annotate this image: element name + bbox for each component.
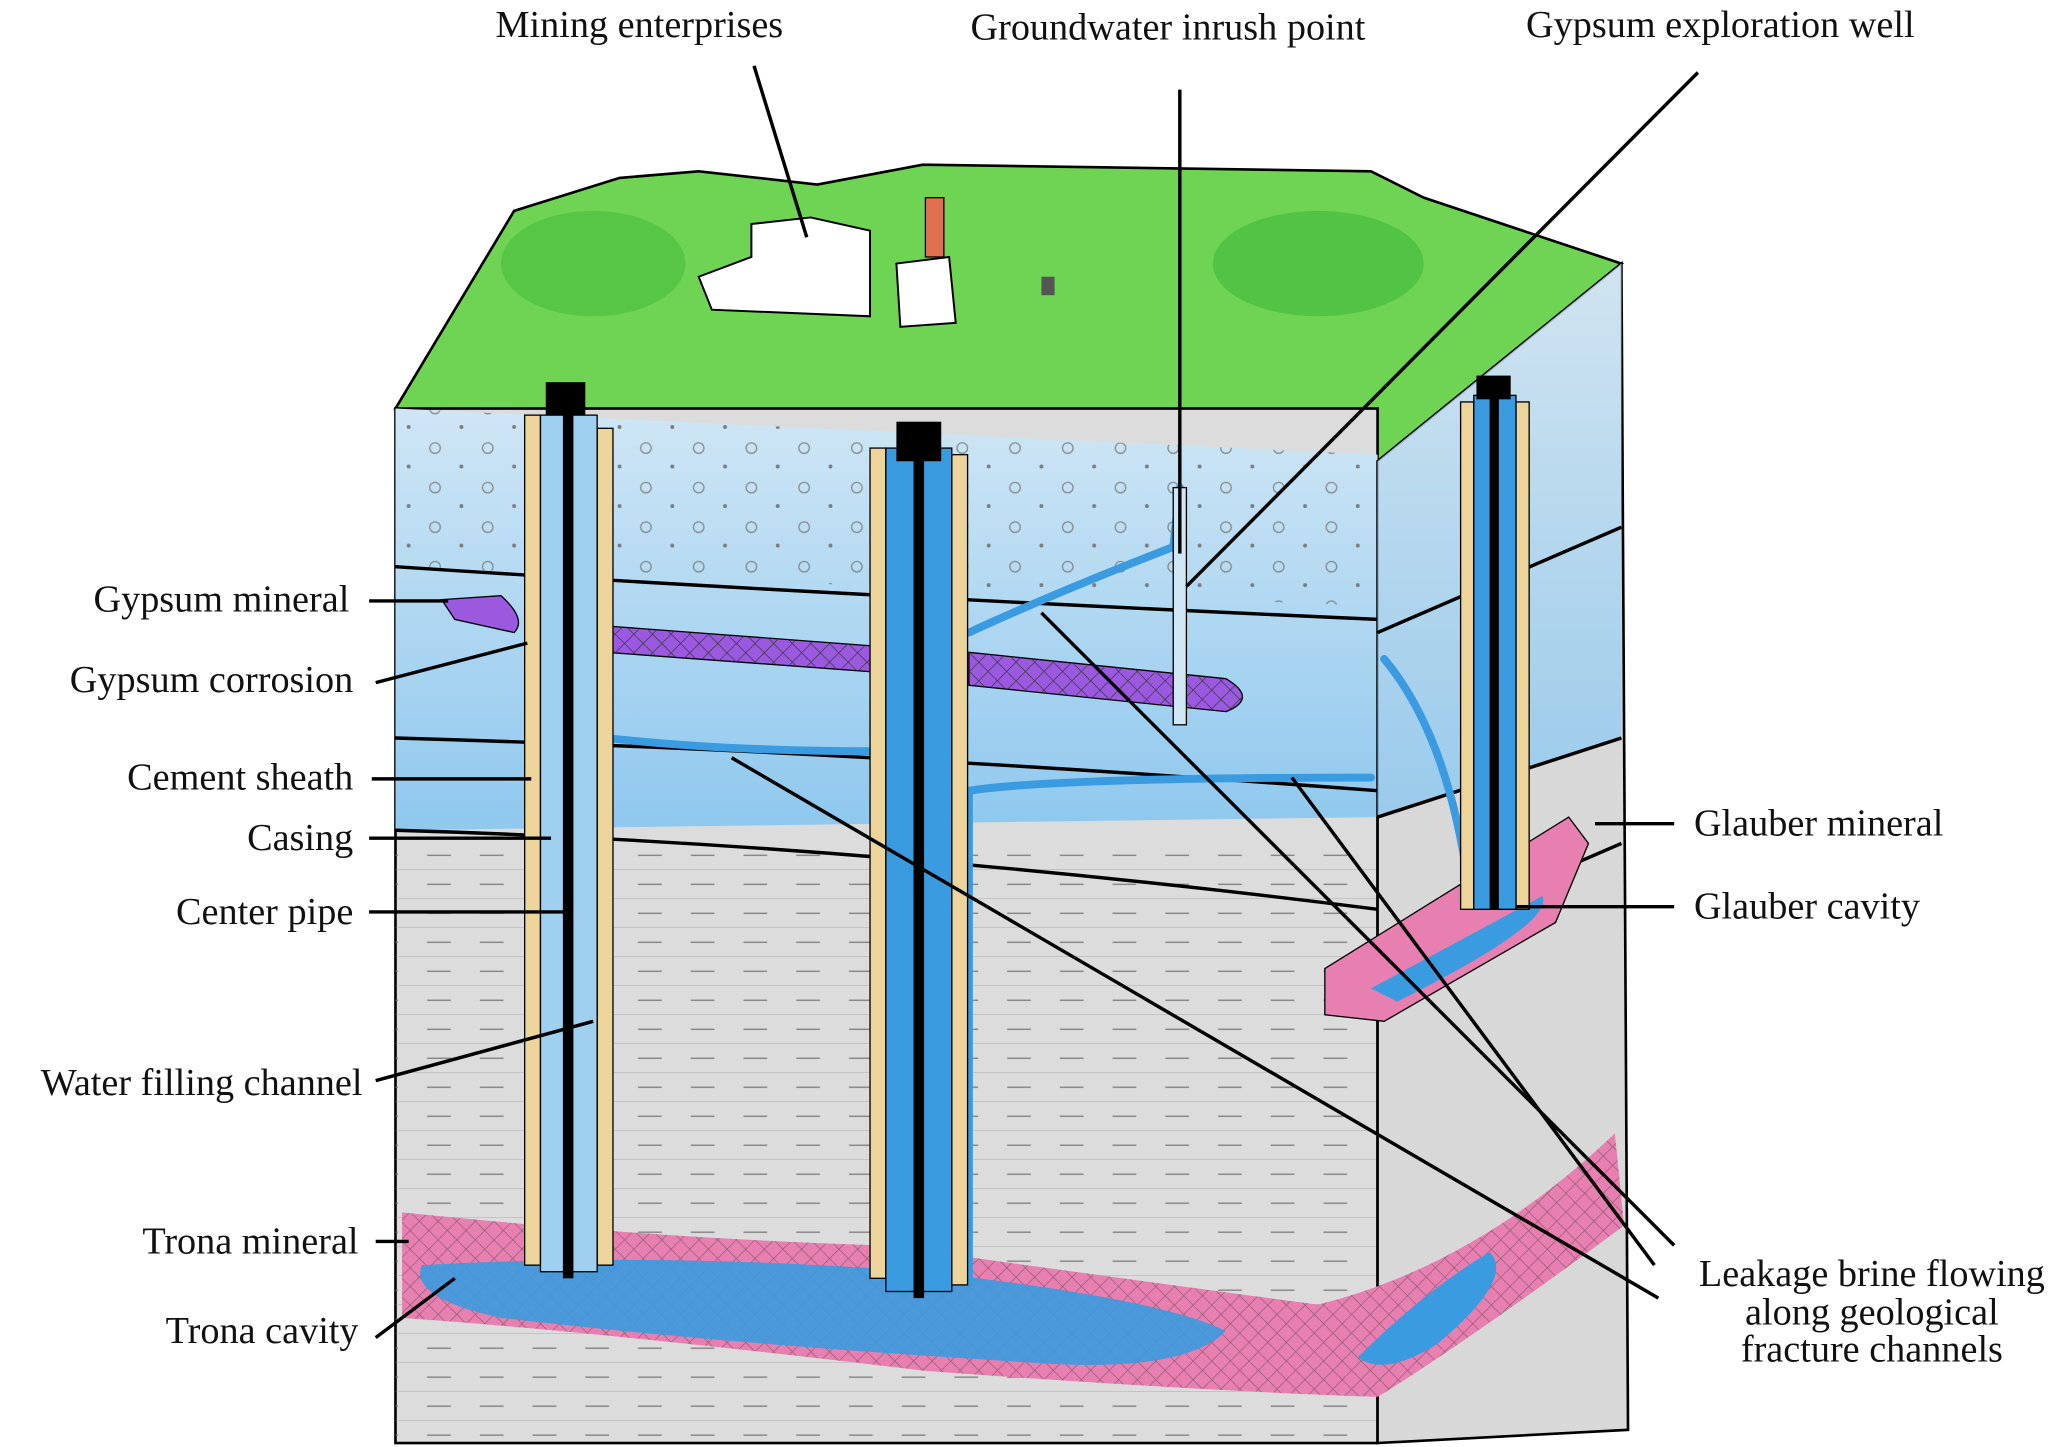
label-groundwater-inrush-point: Groundwater inrush point [971,7,1366,49]
label-gypsum-corrosion: Gypsum corrosion [70,659,353,701]
label-cement-sheath: Cement sheath [127,756,353,798]
well-left [524,382,614,1279]
leader-lines [369,65,1700,1339]
label-casing: Casing [247,817,353,859]
label-glauber-cavity: Glauber cavity [1694,886,1920,928]
label-trona-mineral: Trona mineral [142,1220,358,1262]
trona-cavity [420,1259,1226,1365]
label-mining-enterprises: Mining enterprises [495,4,783,46]
well-middle [869,421,969,1299]
label-leakage-line-1: Leakage brine flowing [1699,1253,2045,1295]
label-trona-cavity: Trona cavity [166,1310,359,1352]
label-leakage-line-2: along geological [1745,1291,1999,1333]
gypsum-mineral [440,594,520,634]
label-gypsum-mineral: Gypsum mineral [93,578,349,620]
label-leakage-line-3: fracture channels [1741,1328,2003,1370]
well-right [1459,375,1530,910]
label-center-pipe: Center pipe [176,891,353,933]
mining-enterprises-buildings [697,197,1055,328]
label-gypsum-exploration-well: Gypsum exploration well [1526,4,1915,46]
label-glauber-mineral: Glauber mineral [1694,803,1943,845]
label-water-filling-channel: Water filling channel [41,1062,363,1104]
